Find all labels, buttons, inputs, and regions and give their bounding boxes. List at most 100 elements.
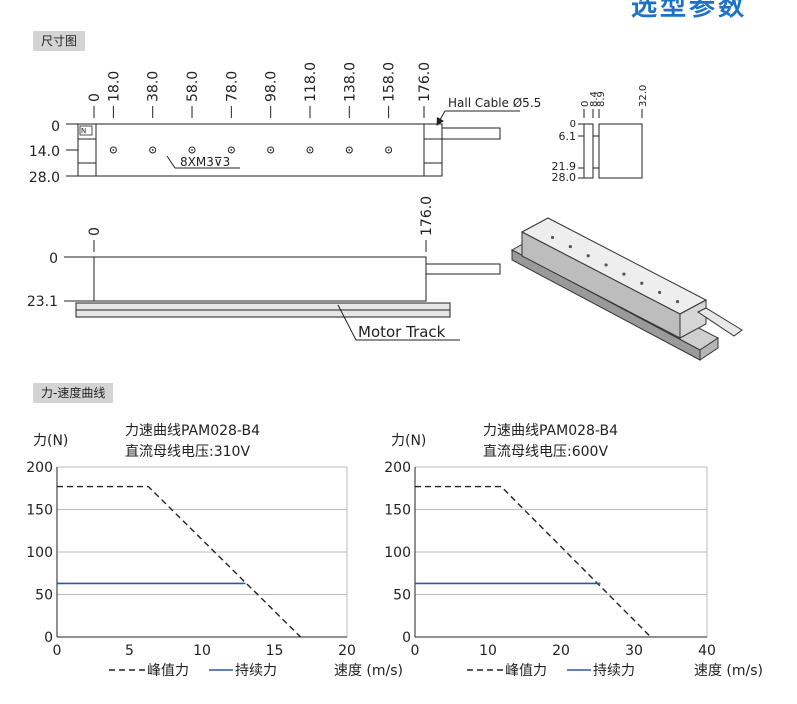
chart-310v: 0 50 100 150 200 0 5 10 15 20 力(N) 力速曲线PAM028-B4 直流母… bbox=[26, 423, 403, 679]
y-tick-label: 150 bbox=[26, 503, 53, 519]
end-y-label-0: 0 bbox=[570, 119, 576, 130]
x-tick-label: 30 bbox=[625, 643, 643, 659]
mount-hole bbox=[345, 146, 353, 154]
y-tick-label: 200 bbox=[384, 460, 411, 476]
y-tick-label: 0 bbox=[44, 630, 53, 646]
x-tick-label: 15 bbox=[266, 643, 284, 659]
end-view-body bbox=[598, 123, 643, 179]
y-tick-label: 150 bbox=[384, 503, 411, 519]
top-x-label-1: 18.0 bbox=[106, 71, 122, 102]
end-view-flange bbox=[583, 123, 594, 179]
series-peak-line bbox=[57, 485, 302, 638]
end-y-label-2: 21.9 bbox=[552, 160, 577, 173]
mount-hole-center bbox=[191, 149, 193, 151]
top-x-label-2: 38.0 bbox=[146, 71, 162, 102]
mount-hole-center bbox=[269, 149, 272, 151]
side-x-label-1: 176.0 bbox=[419, 196, 435, 236]
hall-cable bbox=[441, 127, 501, 140]
y-axis-label: 力(N) bbox=[33, 433, 68, 449]
mount-hole bbox=[385, 146, 393, 154]
top-x-label-8: 158.0 bbox=[382, 62, 398, 102]
cable-note: Hall Cable Ø5.5 bbox=[448, 96, 541, 110]
legend-peak-label: 峰值力 bbox=[147, 663, 189, 679]
chart-subtitle: 直流母线电压:310V bbox=[125, 443, 250, 460]
side-y-label-1: 23.1 bbox=[27, 294, 58, 310]
iso-hole bbox=[568, 244, 572, 249]
x-tick-label: 5 bbox=[125, 643, 134, 659]
mount-hole-center bbox=[230, 149, 233, 151]
chart-title: 力速曲线PAM028-B4 bbox=[125, 423, 260, 439]
side-view bbox=[64, 240, 501, 341]
end-x-label-2: 8.9 bbox=[596, 91, 607, 107]
y-tick-label: 200 bbox=[26, 460, 53, 476]
x-tick-label: 10 bbox=[193, 643, 211, 659]
top-x-label-3: 58.0 bbox=[185, 71, 201, 102]
side-x-label-0: 0 bbox=[87, 227, 103, 236]
top-view bbox=[66, 110, 520, 177]
end-x-label-3: 32.0 bbox=[638, 85, 649, 107]
mount-hole bbox=[149, 146, 157, 154]
end-view-web bbox=[592, 135, 600, 169]
hole-note: 8XM3⊽3 bbox=[180, 155, 230, 169]
iso-hole bbox=[622, 272, 626, 276]
mount-hole-center bbox=[387, 149, 390, 151]
track-note: Motor Track bbox=[358, 323, 446, 341]
iso-hole bbox=[675, 299, 680, 304]
mount-hole bbox=[267, 146, 275, 154]
top-x-label-4: 78.0 bbox=[224, 71, 240, 102]
top-x-label-6: 118.0 bbox=[303, 62, 319, 102]
side-y-label-0: 0 bbox=[49, 251, 58, 267]
end-view bbox=[578, 109, 643, 179]
section-tag-curve: 力-速度曲线 bbox=[33, 383, 114, 403]
top-x-label-7: 138.0 bbox=[342, 62, 358, 102]
mount-hole-center bbox=[112, 149, 115, 151]
mount-hole bbox=[188, 146, 196, 154]
side-view-body bbox=[93, 256, 427, 302]
end-x-label-0: 0 bbox=[580, 101, 591, 107]
iso-hole bbox=[640, 281, 644, 285]
legend-peak-label: 峰值力 bbox=[505, 663, 547, 679]
end-y-label-3: 28.0 bbox=[552, 171, 577, 184]
iso-hole bbox=[604, 263, 608, 267]
top-x-label-5: 98.0 bbox=[264, 71, 280, 102]
x-tick-label: 10 bbox=[479, 643, 497, 659]
iso-view bbox=[510, 217, 743, 361]
top-x-label-9: 176.0 bbox=[417, 62, 433, 102]
y-tick-label: 50 bbox=[35, 588, 53, 604]
mount-hole-center bbox=[309, 149, 311, 151]
end-x-label-1: 8.4 bbox=[589, 91, 600, 107]
y-tick-label: 100 bbox=[26, 545, 53, 561]
x-tick-label: 20 bbox=[552, 643, 570, 659]
section-tag-dimension: 尺寸图 bbox=[33, 31, 86, 51]
iso-hole bbox=[550, 235, 555, 240]
y-axis-label: 力(N) bbox=[391, 433, 426, 449]
mount-hole bbox=[227, 146, 235, 154]
x-axis-label: 速度 (m/s) bbox=[694, 663, 763, 679]
n-marker: N bbox=[81, 127, 86, 135]
mount-hole-center bbox=[151, 149, 154, 151]
x-tick-label: 0 bbox=[53, 643, 62, 659]
top-view-right-end bbox=[423, 123, 443, 177]
header-title: 选型参数 bbox=[630, 0, 747, 22]
chart-title: 力速曲线PAM028-B4 bbox=[483, 423, 618, 439]
mount-hole bbox=[306, 146, 314, 154]
iso-hole bbox=[658, 290, 662, 295]
top-y-label-1: 14.0 bbox=[29, 144, 60, 160]
y-tick-label: 100 bbox=[384, 545, 411, 561]
x-tick-label: 20 bbox=[338, 643, 356, 659]
y-tick-label: 0 bbox=[402, 630, 411, 646]
mount-hole-center bbox=[348, 149, 351, 151]
chart-subtitle: 直流母线电压:600V bbox=[483, 443, 608, 460]
top-y-label-0: 0 bbox=[51, 119, 60, 135]
end-y-label-1: 6.1 bbox=[559, 130, 577, 143]
x-tick-label: 40 bbox=[698, 643, 716, 659]
chart-600v: 0 50 100 150 200 0 10 20 30 40 力(N) 力速曲线PAM028-B4 直流… bbox=[384, 423, 763, 679]
x-tick-label: 0 bbox=[411, 643, 420, 659]
legend-continuous-label: 持续力 bbox=[235, 662, 277, 679]
y-tick-label: 50 bbox=[393, 588, 411, 604]
top-view-body bbox=[77, 123, 425, 177]
x-axis-label: 速度 (m/s) bbox=[334, 663, 403, 679]
top-y-label-2: 28.0 bbox=[29, 170, 60, 186]
iso-hole bbox=[586, 254, 590, 258]
